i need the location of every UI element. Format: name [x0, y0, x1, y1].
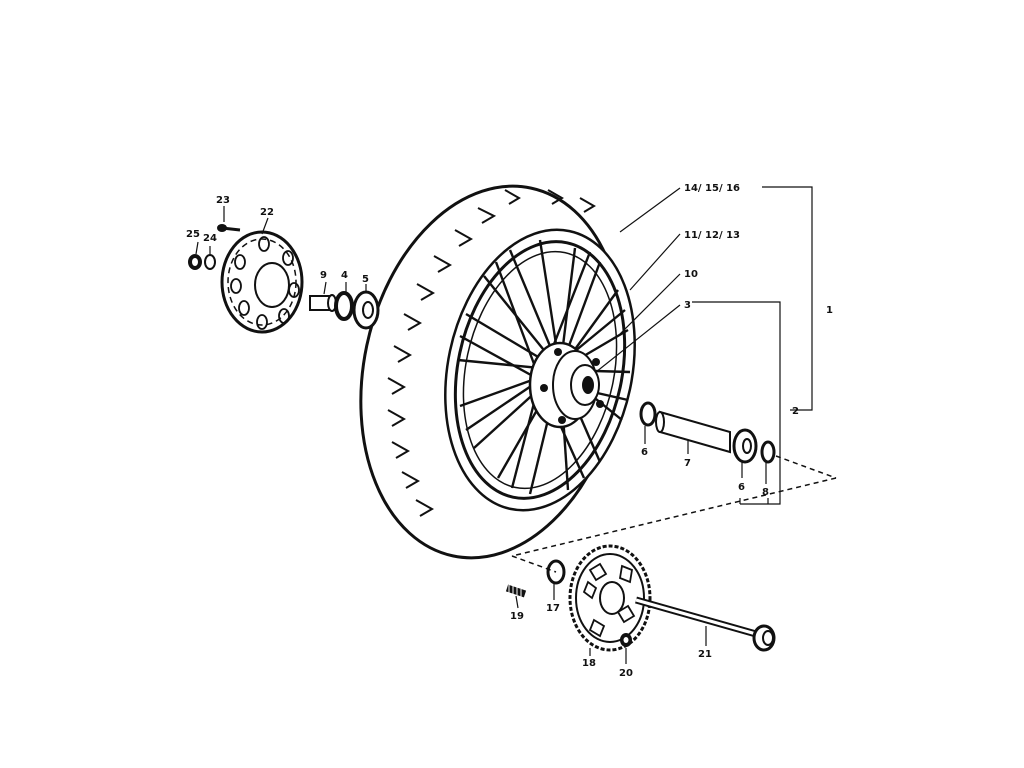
label-2: 2 — [792, 406, 799, 417]
left-bearing — [352, 290, 380, 330]
disc-nut — [188, 254, 202, 270]
sprocket-nut — [620, 633, 632, 647]
label-3: 3 — [684, 300, 691, 311]
leader-lines — [195, 186, 813, 664]
right-oil-seal — [760, 440, 776, 464]
label-20: 20 — [619, 668, 633, 679]
assembly-dashed-lines — [511, 455, 837, 573]
label-19: 19 — [510, 611, 524, 622]
left-oil-seal — [334, 291, 354, 321]
left-spacer — [309, 294, 337, 312]
label-6-outer: 6 — [738, 482, 745, 493]
brake-disc — [220, 230, 304, 334]
label-14-15-16: 14/ 15/ 16 — [684, 183, 740, 194]
label-18: 18 — [582, 658, 596, 669]
disc-washer — [204, 254, 216, 270]
label-17: 17 — [546, 603, 560, 614]
right-bearing — [732, 428, 758, 464]
label-23: 23 — [216, 195, 230, 206]
axle-spacer — [655, 410, 731, 454]
label-11-12-13: 11/ 12/ 13 — [684, 230, 740, 241]
label-1: 1 — [826, 305, 833, 316]
disc-bolt — [217, 224, 241, 232]
sprocket — [568, 544, 652, 652]
rim — [453, 240, 627, 500]
label-9: 9 — [320, 270, 327, 281]
label-7: 7 — [684, 458, 691, 469]
label-4: 4 — [341, 270, 348, 281]
part-labels: 14/ 15/ 16 11/ 12/ 13 10 3 1 2 6 7 6 8 2… — [186, 183, 833, 679]
label-24: 24 — [203, 233, 217, 244]
label-8: 8 — [762, 487, 769, 498]
label-5: 5 — [362, 274, 369, 285]
label-21: 21 — [698, 649, 712, 660]
hub — [528, 341, 604, 429]
label-25: 25 — [186, 229, 200, 240]
right-collar-inner — [639, 401, 657, 427]
label-6-inner: 6 — [641, 447, 648, 458]
label-22: 22 — [260, 207, 274, 218]
sprocket-stud — [505, 584, 527, 598]
sprocket-washer — [546, 559, 566, 585]
label-10: 10 — [684, 269, 698, 280]
rear-axle — [635, 596, 776, 652]
